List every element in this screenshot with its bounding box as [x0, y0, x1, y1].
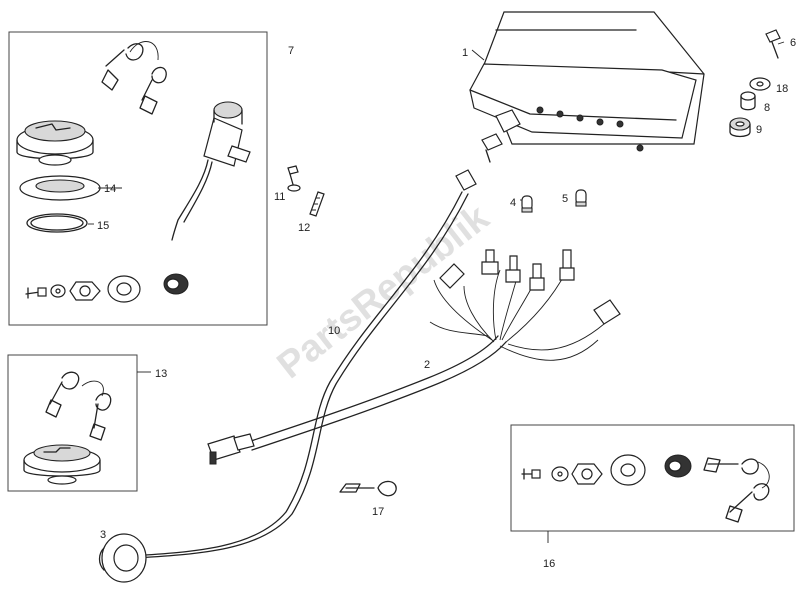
keys-icon	[101, 41, 167, 115]
callout-12: 12	[298, 222, 310, 234]
callout-labels: 1 2 3 4 5 6 7 8 9 10 11 12 13 14 15 16 1…	[97, 37, 796, 570]
fuel-cap-icon	[16, 120, 94, 166]
callout-1: 1	[462, 47, 468, 59]
leader-lines	[471, 41, 785, 201]
callout-14: 14	[104, 183, 116, 195]
screw-icon	[287, 165, 301, 192]
spacer-icon	[740, 91, 756, 111]
callout-2: 2	[424, 359, 430, 371]
wiring-harness-icon	[207, 249, 621, 465]
callout-10: 10	[328, 325, 340, 337]
o-ring-icon	[26, 213, 94, 233]
callout-9: 9	[756, 124, 762, 136]
callout-3: 3	[100, 529, 106, 541]
speedometer-cable-icon	[129, 169, 477, 559]
instrument-cluster-icon	[469, 11, 705, 163]
keys-icon	[45, 371, 112, 441]
callout-4: 4	[510, 197, 516, 209]
callout-13: 13	[155, 368, 167, 380]
hardware-row-icon	[521, 454, 692, 486]
kit-box-13	[7, 354, 151, 492]
grommet-icon	[98, 533, 147, 583]
callout-8: 8	[764, 102, 770, 114]
gasket-icon	[19, 175, 122, 201]
callout-7: 7	[288, 45, 294, 57]
callout-16: 16	[543, 558, 555, 570]
callout-6: 6	[790, 37, 796, 49]
callout-18: 18	[776, 83, 788, 95]
hardware-row-icon	[25, 273, 189, 303]
bulb-icon	[575, 189, 587, 207]
screw-icon	[309, 191, 325, 217]
callout-15: 15	[97, 220, 109, 232]
bulb-icon	[521, 195, 533, 213]
keys-icon	[703, 457, 770, 523]
callout-5: 5	[562, 193, 568, 205]
kit-box-16	[510, 424, 795, 543]
washer-icon	[749, 77, 771, 91]
callout-17: 17	[372, 506, 384, 518]
callout-11: 11	[274, 191, 285, 203]
screw-icon	[765, 29, 781, 59]
rubber-grommet-icon	[729, 117, 751, 138]
ignition-switch-icon	[171, 101, 251, 241]
fuel-cap-icon	[23, 444, 101, 485]
key-icon	[339, 480, 397, 497]
kit-box-7	[8, 31, 268, 326]
